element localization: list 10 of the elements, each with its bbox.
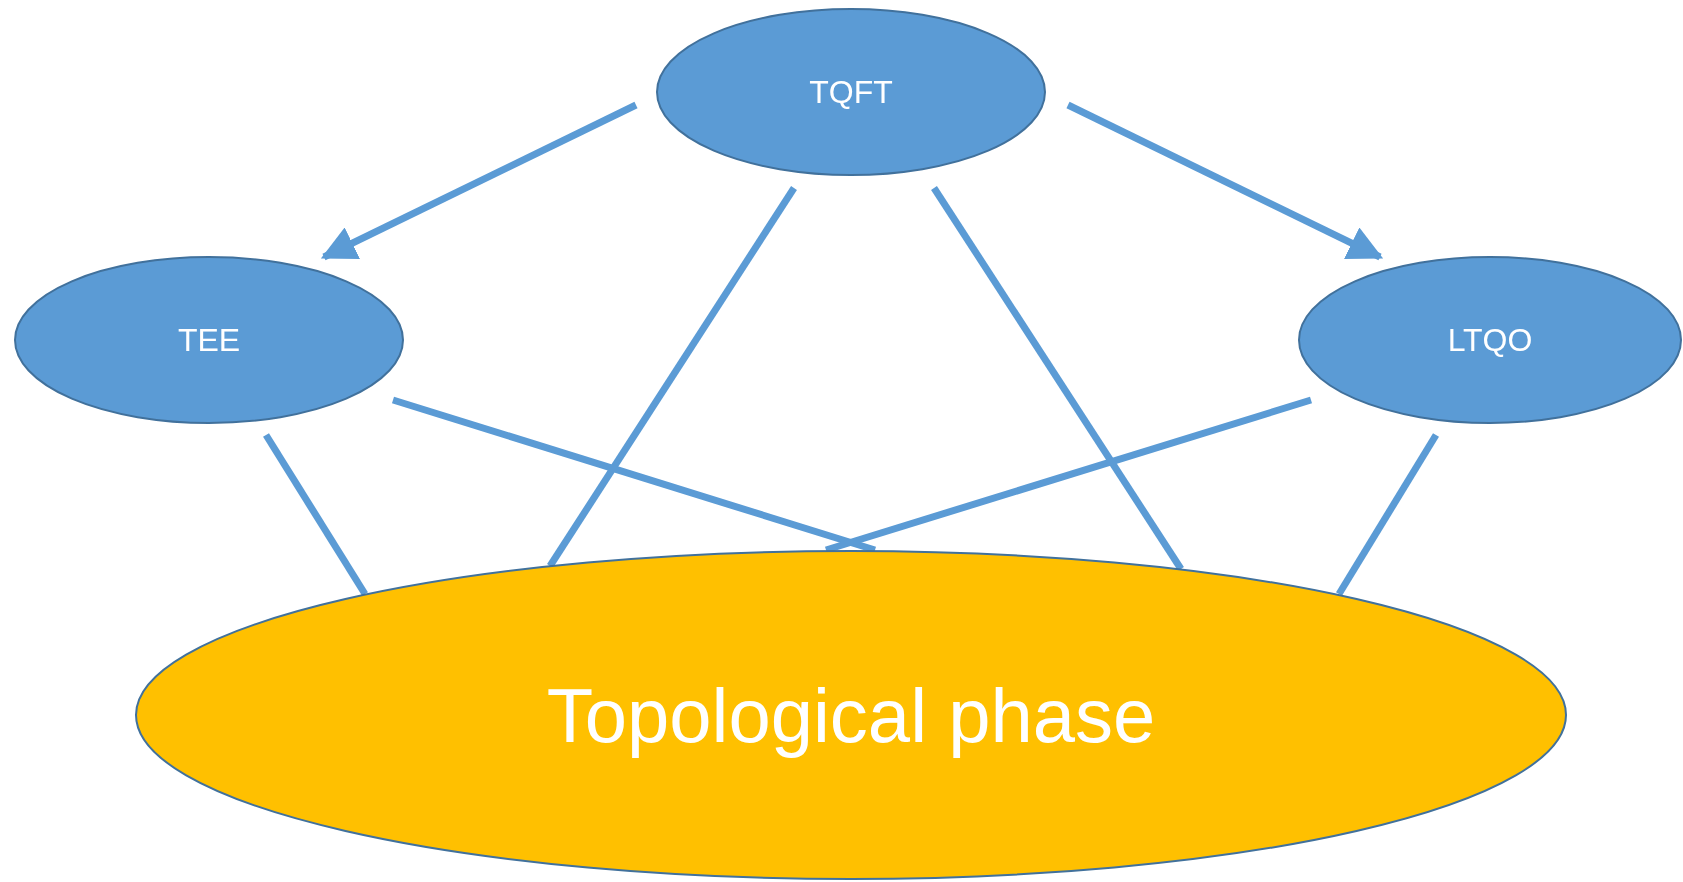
node-label: TQFT (809, 73, 893, 111)
connector-line (320, 101, 638, 261)
node-label: Topological phase (546, 671, 1156, 759)
node-label: LTQO (1447, 321, 1533, 359)
connector-line (263, 433, 368, 596)
node-label: TEE (177, 321, 241, 359)
connector-line (1066, 101, 1384, 261)
connector-line (1336, 433, 1439, 596)
connector-line (547, 186, 797, 568)
connector-line (931, 186, 1184, 571)
